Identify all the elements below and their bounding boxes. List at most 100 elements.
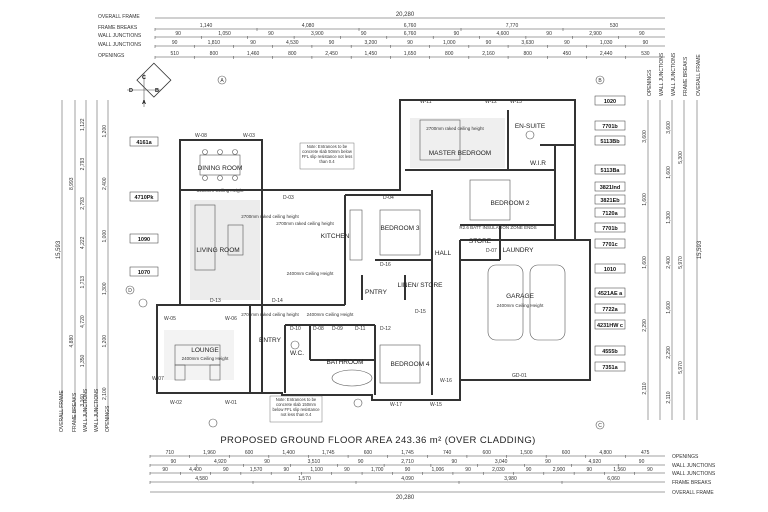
room-laundry: LAUNDRY: [503, 247, 535, 254]
right-overall-dim: 15,593: [697, 240, 703, 259]
wall-ref-tag: 3821Eb: [600, 198, 620, 204]
right-opening-dim: 2,110: [642, 382, 648, 394]
right-wall-junction-dim: 2,110: [666, 391, 672, 403]
window-w03: W-03: [243, 133, 255, 139]
wall-ref-box: [594, 287, 626, 298]
wall-ref-box: [129, 136, 159, 147]
bottom-wall-junction-dim: 2,710: [401, 459, 414, 465]
right-row-label-wj-a: WALL JUNCTIONS: [659, 52, 665, 96]
bottom-wall-junction-dim: 90: [586, 467, 592, 473]
top-row-label-openings: OPENINGS: [98, 53, 125, 59]
left-row-label-wj-a: WALL JUNCTIONS: [83, 388, 89, 432]
wall-ref-tag: 5113Ba: [601, 168, 621, 174]
top-opening-dim: 2,440: [600, 51, 613, 57]
bottom-opening-dim: 600: [364, 450, 373, 456]
door-tags: D-03 D-04 D-16 D-08 D-09 D-10 D-11 D-12 …: [210, 195, 527, 379]
top-opening-dim: 1,460: [247, 51, 260, 57]
wall-ref-tag: 7351a: [602, 365, 618, 371]
bottom-opening-dim: 600: [562, 450, 571, 456]
left-opening-dim: 1,000: [102, 230, 108, 243]
left-opening-dim: 1,200: [102, 335, 108, 348]
bottom-opening-dim: 1,745: [401, 450, 414, 456]
top-wall-junction-dim: 90: [546, 31, 552, 37]
door-d16: D-16: [380, 262, 391, 268]
room-ensuite: EN-SUITE: [515, 123, 546, 130]
wall-ref-box: [594, 263, 626, 274]
left-overall-dim: 15,593: [56, 240, 62, 259]
window-w13: W-13: [510, 99, 522, 105]
room-bathroom: BATHROOM: [326, 359, 363, 366]
entrance-notes: Note: Entrances to be concrete slab 50mm…: [269, 142, 355, 423]
bottom-wall-junction-dim: 4,920: [589, 459, 602, 465]
bottom-wall-junction-dim: 90: [526, 467, 532, 473]
wall-ref-tag: 4555b: [602, 349, 618, 355]
room-store: STORE: [469, 238, 492, 245]
window-w17: W-17: [390, 402, 402, 408]
bottom-opening-dim: 710: [166, 450, 175, 456]
master-bedroom-tint: [410, 118, 505, 168]
wall-ref-box: [594, 135, 626, 146]
wall-ref-box: [594, 95, 626, 106]
bottom-frame-break-dim: 3,980: [504, 476, 517, 482]
bottom-opening-dim: 1,745: [322, 450, 335, 456]
top-opening-dim: 2,450: [325, 51, 338, 57]
left-wall-junction-dim: 4,720: [80, 315, 86, 328]
compass-top-letter: C: [142, 75, 146, 81]
top-opening-dim: 1,450: [365, 51, 378, 57]
bottom-frame-break-dim: 4,580: [195, 476, 208, 482]
room-bedroom-3: BEDROOM 3: [380, 225, 419, 232]
wall-ref-box: [594, 303, 626, 314]
top-frame-break-dim: 1,140: [200, 23, 213, 29]
wall-ref-tag: 1090: [138, 237, 150, 243]
wall-ref-box: [594, 207, 626, 218]
window-w06: W-06: [225, 316, 237, 322]
window-w01: W-01: [225, 400, 237, 406]
bottom-wall-junction-dim: 90: [358, 459, 364, 465]
note-garage-ceiling: 2400mm Ceiling Height: [497, 303, 545, 308]
door-gd01: GD-01: [512, 373, 527, 379]
right-row-label-openings: OPENINGS: [647, 69, 653, 96]
left-wall-junction-dim: 1,122: [80, 118, 86, 131]
wall-ref-box: [129, 266, 159, 277]
note-kitchen-ceiling: 2400mm Ceiling Height: [287, 271, 335, 276]
compass-right-letter: B: [155, 88, 159, 94]
top-frame-break-dim: 7,770: [506, 23, 519, 29]
window-w08: W-08: [195, 133, 207, 139]
window-w05: W-05: [164, 316, 176, 322]
window-w12: W-12: [485, 99, 497, 105]
right-row-label-overall: OVERALL FRAME: [696, 54, 702, 96]
bot-row-label-openings: OPENINGS: [672, 454, 699, 460]
right-opening-dim: 1,600: [642, 193, 648, 206]
wall-ref-tag: 5113Bb: [600, 139, 620, 145]
right-wall-junction-dim: 3,600: [666, 121, 672, 134]
room-hall: HALL: [435, 250, 452, 257]
section-marker-c: C: [598, 423, 602, 429]
door-d10: D-10: [290, 326, 301, 332]
bottom-wall-junction-dim: 4,400: [189, 467, 202, 473]
top-opening-dim: 800: [445, 51, 454, 57]
note-entrance-1: Note: Entrances to be concrete slab 50mm…: [301, 144, 353, 164]
door-d09: D-09: [332, 326, 343, 332]
door-d03: D-03: [283, 195, 294, 201]
note-dining-ceiling: 3400mm Ceiling Height: [197, 188, 245, 193]
left-opening-dim: 2,100: [102, 387, 108, 400]
room-master-bedroom: MASTER BEDROOM: [429, 150, 491, 157]
floor-area-caption: PROPOSED GROUND FLOOR AREA 243.36 m² (OV…: [220, 435, 535, 446]
wall-ref-tag: 1020: [604, 99, 616, 105]
top-wall-junction-dim: 2,900: [589, 31, 602, 37]
door-d08: D-08: [313, 326, 324, 332]
left-wall-junction-dim: 1,713: [80, 276, 86, 289]
left-frame-break-dim: 4,880: [69, 335, 75, 348]
wall-ref-box: [129, 233, 159, 244]
door-d12: D-12: [380, 326, 391, 332]
wall-ref-tag: 7701b: [602, 124, 618, 130]
top-wall-junction-dim: 90: [643, 40, 649, 46]
left-opening-dim: 1,300: [102, 282, 108, 295]
right-opening-dim: 3,600: [642, 130, 648, 143]
wall-ref-tag: 3821Ind: [600, 185, 620, 191]
left-row-label-frame: FRAME BREAKS: [72, 392, 78, 432]
